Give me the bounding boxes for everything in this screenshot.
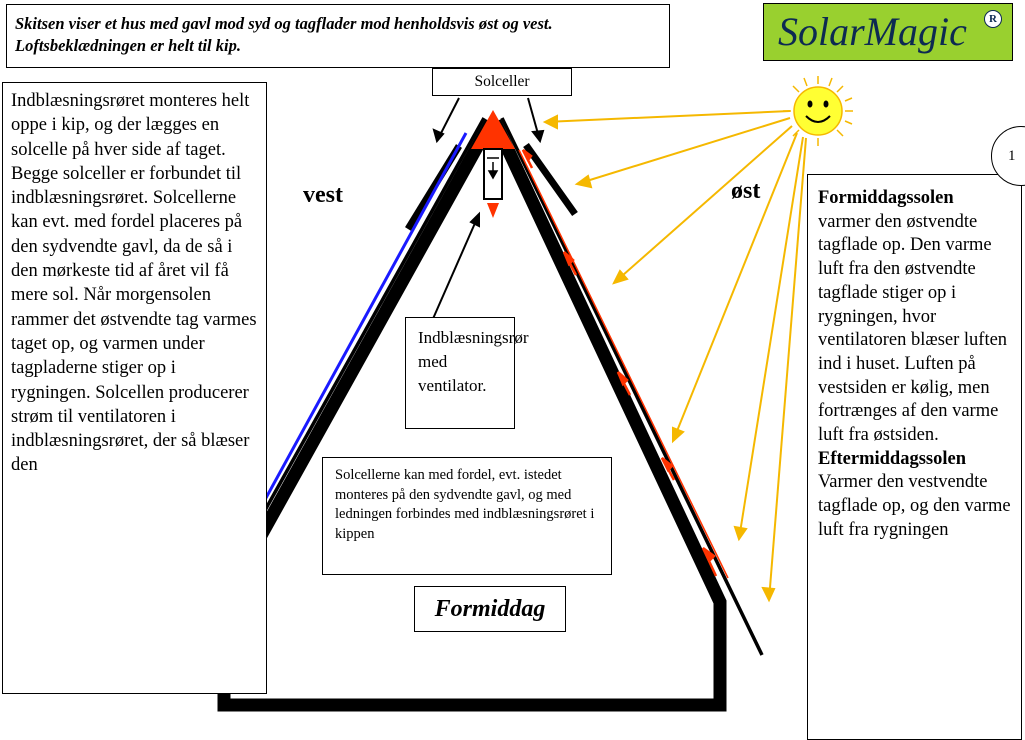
afternoon-body: Varmer den vestvendte tagflade op, og de… bbox=[818, 472, 1011, 540]
warm-air-outflow-arrow bbox=[487, 203, 499, 218]
west-label: vest bbox=[303, 182, 343, 208]
warm-air-line-east bbox=[518, 149, 729, 579]
pointer-arrows bbox=[431, 97, 545, 322]
gable-note: Solcellerne kan med fordel, evt. istedet… bbox=[322, 457, 612, 575]
roof-line-east bbox=[500, 117, 764, 656]
solar-panel-east bbox=[523, 142, 578, 217]
intro-text: Skitsen viser et hus med gavl mod syd og… bbox=[6, 4, 670, 68]
left-description: Indblæsningsrøret monteres helt oppe i k… bbox=[2, 82, 267, 694]
sun-icon bbox=[783, 76, 853, 146]
logo-text: SolarMagic bbox=[778, 9, 967, 54]
time-of-day-label: Formiddag bbox=[414, 586, 566, 632]
registered-mark: R bbox=[984, 10, 1002, 28]
afternoon-heading: Eftermiddagssolen bbox=[818, 448, 966, 469]
ventilator-icon bbox=[487, 157, 499, 180]
solceller-label: Solceller bbox=[432, 68, 572, 96]
right-description: Formiddagssolen varmer den østvendte tag… bbox=[807, 174, 1022, 740]
warm-air-ridge bbox=[471, 110, 515, 149]
solarmagic-logo: SolarMagic R bbox=[763, 3, 1013, 61]
morning-heading: Formiddagssolen bbox=[818, 188, 954, 208]
east-label: øst bbox=[731, 178, 761, 204]
house-walls bbox=[217, 118, 727, 712]
warm-air-arrows bbox=[521, 149, 718, 577]
morning-body: varmer den østvendte tagflade op. Den va… bbox=[818, 211, 1008, 446]
tube-label: Indblæsningsrør med ventilator. bbox=[405, 317, 529, 429]
sun-rays bbox=[542, 110, 807, 603]
